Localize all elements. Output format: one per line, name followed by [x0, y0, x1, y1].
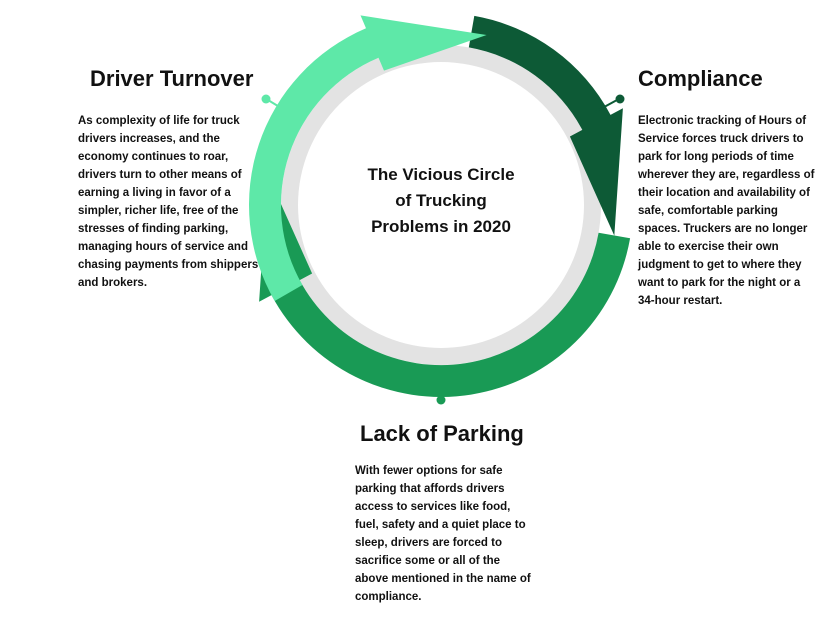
lack-of-parking-text: With fewer options for safe parking that…: [355, 465, 531, 603]
center-title: The Vicious Circle of Trucking Problems …: [330, 162, 552, 240]
center-title-line-1: The Vicious Circle: [367, 165, 515, 184]
compliance-heading: Compliance: [638, 66, 763, 91]
driver-turnover-text: As complexity of life for truck drivers …: [78, 115, 259, 289]
compliance-text: Electronic tracking of Hours of Service …: [638, 115, 815, 307]
center-title-line-3: Problems in 2020: [371, 217, 511, 236]
arc-arrow-lack-of-parking: [259, 174, 631, 397]
lack-of-parking-heading: Lack of Parking: [360, 421, 524, 446]
connector-dot-lack-of-parking: [436, 395, 446, 405]
center-title-line-2: of Trucking: [395, 191, 487, 210]
driver-turnover-heading: Driver Turnover: [90, 66, 254, 91]
connector-dot-compliance: [615, 94, 625, 104]
connector-dot-driver-turnover: [261, 94, 271, 104]
connector-compliance: [594, 99, 618, 113]
inner-white-disc: [298, 62, 584, 348]
arc-arrow-driver-turnover: [249, 15, 487, 302]
arc-arrow-compliance: [468, 15, 623, 236]
connector-driver-turnover: [267, 99, 292, 115]
